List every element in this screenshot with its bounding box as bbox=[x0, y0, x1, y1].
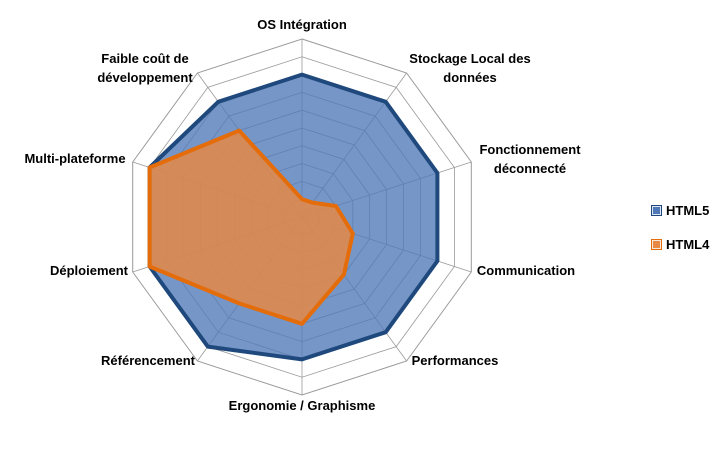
axis-label-2: Fonctionnement déconnecté bbox=[479, 142, 581, 176]
axis-label-4: Performances bbox=[412, 353, 499, 368]
axis-label-line: données bbox=[443, 70, 496, 85]
legend-swatch-html4 bbox=[651, 238, 662, 250]
axis-label-line: déconnecté bbox=[494, 161, 566, 176]
axis-label-line: développement bbox=[97, 70, 193, 85]
axis-label-line: Fonctionnement bbox=[479, 142, 581, 157]
axis-label-1: Stockage Local des données bbox=[409, 51, 530, 85]
legend-label-html4: HTML4 bbox=[666, 236, 710, 252]
legend: HTML5 HTML4 bbox=[651, 201, 710, 269]
axis-label-line: Multi-plateforme bbox=[24, 151, 125, 166]
axis-label-5: Ergonomie / Graphisme bbox=[229, 398, 376, 413]
axis-label-line: OS Intégration bbox=[257, 17, 347, 32]
legend-label-html5: HTML5 bbox=[666, 202, 710, 218]
axis-label-6: Référencement bbox=[101, 353, 196, 368]
axis-label-line: Communication bbox=[477, 263, 575, 278]
axis-label-line: Faible coût de bbox=[101, 51, 188, 66]
axis-label-9: Faible coût de développement bbox=[97, 51, 193, 85]
legend-swatch-html5 bbox=[651, 204, 662, 216]
axis-label-3: Communication bbox=[477, 263, 575, 278]
axis-label-7: Déploiement bbox=[50, 263, 129, 278]
axis-label-line: Référencement bbox=[101, 353, 196, 368]
series-html4-area bbox=[147, 128, 355, 326]
legend-item-html4: HTML4 bbox=[651, 235, 710, 253]
axis-label-line: Déploiement bbox=[50, 263, 129, 278]
axis-label-line: Stockage Local des bbox=[409, 51, 530, 66]
axis-label-line: Performances bbox=[412, 353, 499, 368]
axis-label-8: Multi-plateforme bbox=[24, 151, 125, 166]
axis-label-0: OS Intégration bbox=[257, 17, 347, 32]
radar-series bbox=[147, 72, 440, 362]
legend-item-html5: HTML5 bbox=[651, 201, 710, 219]
axis-label-line: Ergonomie / Graphisme bbox=[229, 398, 376, 413]
